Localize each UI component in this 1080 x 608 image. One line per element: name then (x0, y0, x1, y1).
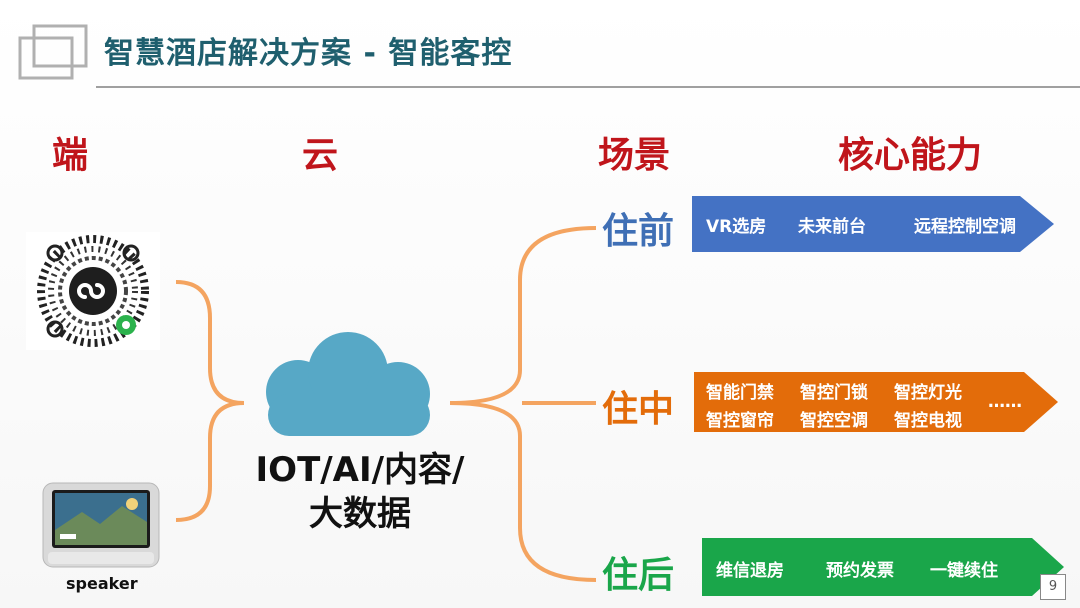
mini-program-code-image (26, 232, 160, 350)
heading-cloud: 云 (302, 135, 339, 176)
banner-before-stay (692, 196, 1054, 252)
speaker-label: speaker (66, 574, 138, 593)
capability-wechat-checkout: 维信退房 (716, 561, 784, 581)
page-number: 9 (1040, 574, 1066, 600)
capability-more: …… (988, 392, 1022, 412)
scene-after-stay-label: 住后 (602, 555, 675, 596)
heading-scene: 场景 (598, 135, 671, 176)
banner-after-stay (702, 538, 1064, 596)
capability-smart-tv: 智控电视 (894, 411, 962, 431)
cloud-label-line2: 大数据 (309, 494, 411, 534)
capability-smart-ac: 智控空调 (800, 411, 868, 431)
capability-smart-light: 智控灯光 (894, 383, 962, 403)
banner-during-stay (694, 372, 1058, 432)
capability-future-front-desk: 未来前台 (798, 217, 866, 237)
scene-during-stay-label: 住中 (602, 389, 675, 430)
cloud-label: IOT/AI/内容/ 大数据 (230, 448, 490, 536)
capability-one-click-extend: 一键续住 (930, 561, 998, 581)
header-corner-decoration (18, 24, 88, 80)
capability-vr-room: VR选房 (706, 217, 767, 237)
heading-device: 端 (52, 135, 89, 176)
capability-remote-ac: 远程控制空调 (914, 217, 1016, 237)
page-title: 智慧酒店解决方案 - 智能客控 (104, 36, 513, 71)
cloud-icon (266, 332, 430, 436)
capability-invoice-booking: 预约发票 (826, 561, 894, 581)
capability-smart-access: 智能门禁 (706, 383, 774, 403)
cloud-label-line1: IOT/AI/内容/ (255, 450, 465, 490)
capability-smart-lock: 智控门锁 (800, 383, 868, 403)
smart-speaker-image (42, 482, 160, 568)
heading-capability: 核心能力 (838, 135, 983, 176)
capability-smart-curtain: 智控窗帘 (706, 411, 774, 431)
scene-before-stay-label: 住前 (602, 211, 675, 252)
title-divider (96, 86, 1080, 88)
